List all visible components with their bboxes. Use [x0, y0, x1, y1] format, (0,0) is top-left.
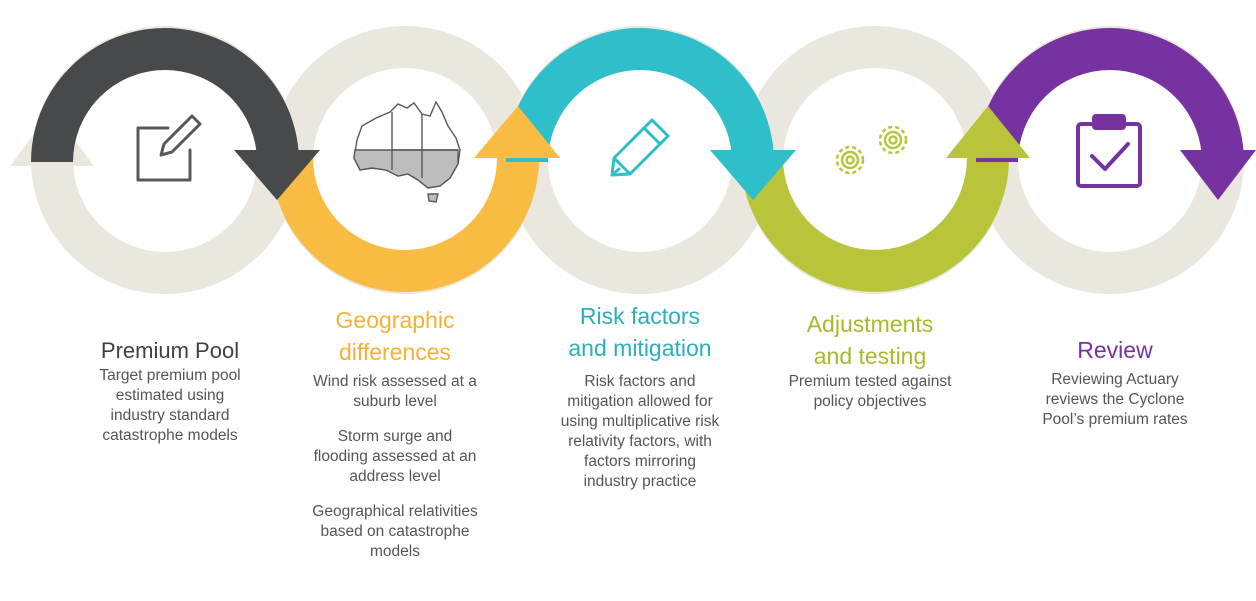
- arrow-head-teal: [710, 150, 796, 200]
- clipboard-check-icon: [1076, 114, 1142, 188]
- description-text: Risk factors and mitigation allowed for …: [560, 373, 720, 490]
- arrow-head-charcoal: [234, 150, 320, 200]
- step-description: Wind risk assessed at a suburb level Sto…: [280, 372, 510, 562]
- step-title: Adjustments and testing: [806, 311, 934, 369]
- arc-teal: [506, 28, 774, 163]
- arc-lime: [741, 157, 1009, 292]
- step-description: Reviewing Actuary reviews the Cyclone Po…: [1005, 370, 1225, 430]
- step-review: Review Reviewing Actuary reviews the Cyc…: [1005, 334, 1225, 445]
- description-text: Target premium pool estimated using indu…: [99, 367, 241, 444]
- description-text: Reviewing Actuary reviews the Cyclone Po…: [1042, 371, 1188, 428]
- colored-arcs: [31, 28, 1244, 292]
- gears-icon: [835, 125, 908, 175]
- arc-yellow: [271, 157, 539, 292]
- arrow-head-yellow: [474, 106, 560, 158]
- description-text: Storm surge and flooding assessed at an …: [313, 428, 477, 485]
- arc-purple: [976, 28, 1244, 163]
- edit-square-icon: [136, 114, 202, 182]
- arrow-heads: [234, 106, 1256, 200]
- description-text: Geographical relativities based on catas…: [312, 503, 478, 560]
- arrow-head-lime: [946, 106, 1030, 158]
- arrow-head-purple: [1180, 150, 1256, 200]
- step-description: Premium tested against policy objectives: [755, 372, 985, 412]
- description-text: Premium tested against policy objectives: [788, 373, 952, 410]
- arc-charcoal: [31, 28, 299, 163]
- step-premium-pool: Premium Pool Target premium pool estimat…: [60, 336, 280, 461]
- step-geographic-differences: Geographic differences Wind risk assesse…: [280, 304, 510, 577]
- step-risk-factors: Risk factors and mitigation Risk factors…: [525, 300, 755, 507]
- step-description: Risk factors and mitigation allowed for …: [525, 372, 755, 492]
- pencil-icon: [610, 118, 670, 177]
- step-title: Geographic differences: [335, 307, 455, 365]
- step-title: Risk factors and mitigation: [568, 303, 712, 361]
- description-text: Wind risk assessed at a suburb level: [313, 373, 477, 410]
- step-adjustments-testing: Adjustments and testing Premium tested a…: [755, 308, 985, 427]
- step-title: Premium Pool: [100, 338, 240, 363]
- step-title: Review: [1077, 337, 1153, 363]
- step-description: Target premium pool estimated using indu…: [60, 366, 280, 446]
- australia-map-icon: [353, 100, 461, 203]
